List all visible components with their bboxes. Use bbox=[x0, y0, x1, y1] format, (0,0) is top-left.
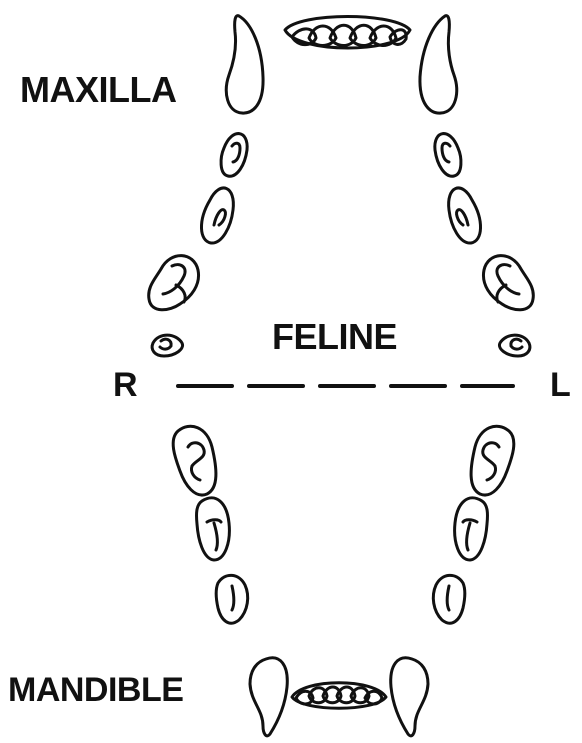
mandibular-right-premolar-3-inner bbox=[232, 586, 234, 610]
maxillary-incisor-row bbox=[285, 17, 410, 49]
mandibular-canines bbox=[250, 658, 428, 736]
right-side-label: R bbox=[113, 368, 138, 402]
maxillary-right-premolar-2 bbox=[221, 134, 247, 177]
maxillary-right-carnassial-inner bbox=[163, 265, 185, 302]
mandibular-incisor-row bbox=[292, 683, 386, 709]
mandibular-right-cheek-teeth bbox=[173, 426, 248, 623]
mandibular-left-cheek-teeth bbox=[433, 426, 514, 623]
mandibular-left-premolar-3 bbox=[433, 575, 465, 623]
mandibular-left-molar bbox=[471, 426, 514, 495]
mandibular-right-premolar-4 bbox=[197, 498, 230, 560]
mandibular-right-premolar-4-inner bbox=[207, 520, 221, 550]
maxillary-right-molar-inner bbox=[160, 339, 171, 349]
left-side-label: L bbox=[550, 368, 571, 402]
mandibular-right-molar bbox=[173, 426, 216, 495]
maxillary-left-carnassial-inner bbox=[497, 265, 519, 302]
maxillary-left-premolar-3-inner bbox=[457, 210, 468, 225]
mandibular-left-molar-inner bbox=[483, 443, 499, 480]
mandibular-right-premolar-3 bbox=[216, 575, 248, 623]
mandibular-left-premolar-3-inner bbox=[447, 586, 449, 610]
maxillary-right-premolar-2-inner bbox=[232, 143, 240, 162]
feline-label: FELINE bbox=[272, 319, 397, 355]
mandibular-canine-right bbox=[250, 658, 287, 736]
maxillary-left-premolar-2 bbox=[435, 134, 461, 177]
maxillary-left-molar-inner bbox=[511, 339, 522, 349]
maxillary-right-premolar-3-inner bbox=[214, 210, 225, 225]
maxillary-canine-left bbox=[420, 16, 457, 113]
mandibular-left-premolar-4-inner bbox=[463, 520, 477, 550]
maxillary-left-cheek-teeth bbox=[435, 134, 533, 356]
maxillary-left-premolar-2-inner bbox=[442, 143, 450, 162]
mandible-label: MANDIBLE bbox=[8, 673, 183, 707]
mandibular-canine-left bbox=[391, 658, 428, 736]
maxillary-canine-right bbox=[226, 16, 263, 113]
maxillary-canines bbox=[226, 16, 456, 113]
maxillary-right-cheek-teeth bbox=[149, 134, 247, 356]
maxilla-label: MAXILLA bbox=[20, 72, 176, 108]
mandibular-right-molar-inner bbox=[188, 443, 204, 480]
mandibular-left-premolar-4 bbox=[455, 498, 488, 560]
